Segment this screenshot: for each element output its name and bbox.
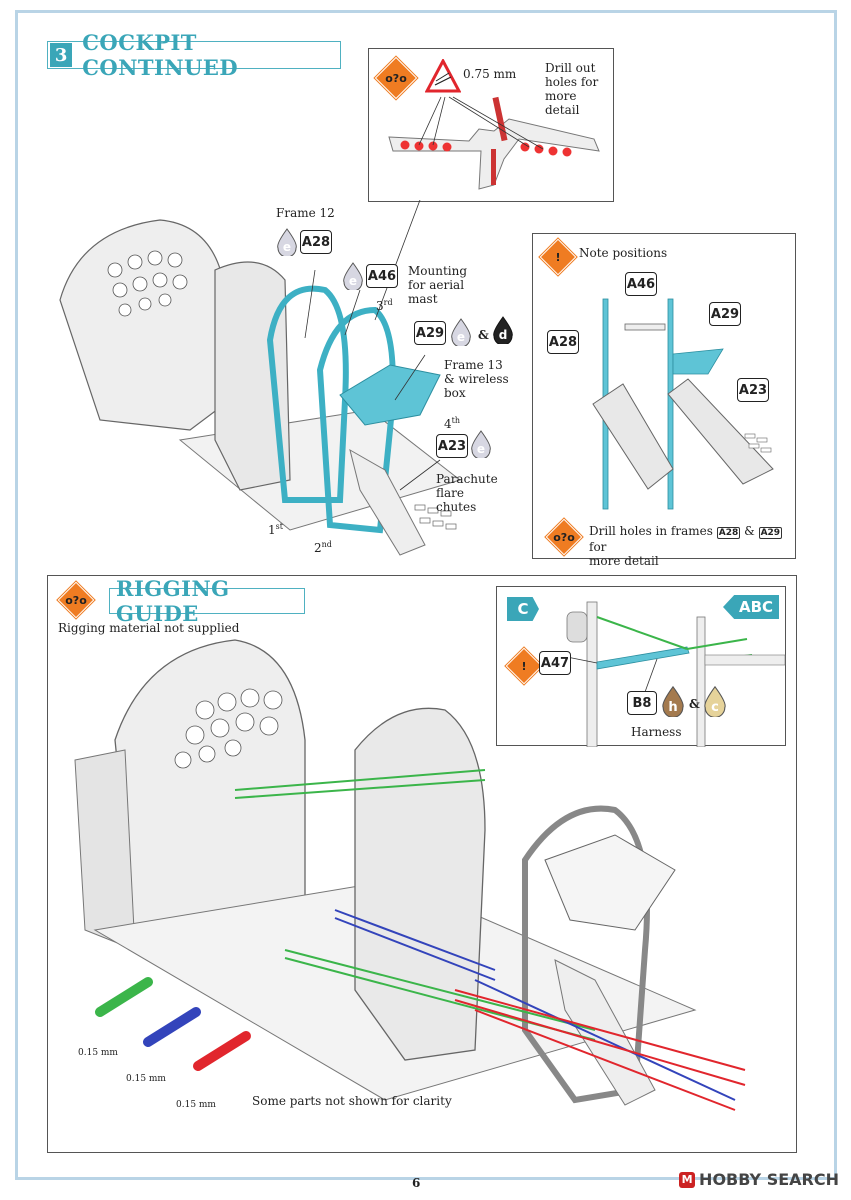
frame-12-label: Frame 12 <box>276 206 335 220</box>
red-rod-icon <box>193 1031 251 1071</box>
paint-c-drop-icon: c <box>704 685 726 717</box>
note-positions-box: ! Note positions A46 A28 A29 A23 o?o Dri… <box>532 233 796 568</box>
harness-label: Harness <box>631 725 682 739</box>
step-title: COCKPIT CONTINUED <box>82 30 239 80</box>
part-a29-label: A29 <box>414 321 446 345</box>
red-rod-size: 0.15 mm <box>176 1100 216 1110</box>
inset-b8-label: B8 <box>627 691 657 715</box>
harness-inset-drawing <box>566 601 786 747</box>
paint-e-letter: e <box>283 240 291 254</box>
step-number: 3 <box>50 43 73 67</box>
mounting-aerial-mast-label: Mounting for aerial mast <box>408 264 468 306</box>
paint-e-drop-icon: e <box>277 228 297 256</box>
note-a46-label: A46 <box>625 272 657 296</box>
part-a23-label: A23 <box>436 434 468 458</box>
rigging-guide-header: RIGGING GUIDE <box>109 576 305 626</box>
paint-e-drop-icon: e <box>451 318 471 346</box>
blue-rod-size: 0.15 mm <box>126 1074 166 1084</box>
svg-text:e: e <box>457 330 465 344</box>
rigging-cockpit-drawing <box>74 639 746 1111</box>
paint-d-letter: d <box>499 328 508 342</box>
frame-positions-drawing <box>592 298 774 510</box>
rigging-subtitle: Rigging material not supplied <box>58 621 240 635</box>
drill-note: Drill out holes for more detail <box>545 61 599 117</box>
harness-inset-box: C ABC ! A47 B8 h & c Harness <box>496 586 786 747</box>
svg-text:e: e <box>477 442 485 456</box>
fourth-frame-label: 4th <box>444 416 461 431</box>
note-positions-title: Note positions <box>579 246 668 260</box>
frame-13-label: Frame 13 & wireless box <box>444 358 509 400</box>
paint-e-drop-icon: e <box>471 430 491 458</box>
drill-frames-note: Drill holes in frames A28 & A29 for more… <box>589 524 783 568</box>
clarity-note: Some parts not shown for clarity <box>252 1094 452 1108</box>
watermark: M HOBBY SEARCH <box>679 1170 839 1189</box>
part-a46-label: A46 <box>366 264 398 288</box>
caution-triangle-icon <box>425 59 461 93</box>
paint-d-drop-icon: d <box>493 316 513 344</box>
drill-frames-warning-icon: o?o <box>545 518 583 556</box>
blue-rod-icon <box>143 1007 201 1047</box>
part-a28-label: A28 <box>300 230 332 254</box>
drill-detail-box: o?o 0.75 mm Drill out holes for more det… <box>368 48 614 202</box>
third-frame-label: 3rd <box>376 298 393 313</box>
drill-size-label: 0.75 mm <box>463 67 517 81</box>
view-c-tag: C <box>507 597 539 621</box>
second-frame-label: 2nd <box>314 540 332 555</box>
view-abc-tag: ABC <box>723 595 779 619</box>
ampersand: & <box>478 328 489 342</box>
drill-part-drawing <box>388 96 600 190</box>
page-number: 6 <box>412 1176 421 1190</box>
inset-ampersand: & <box>689 697 700 711</box>
note-a23-label: A23 <box>737 378 769 402</box>
svg-text:e: e <box>349 274 357 288</box>
first-frame-label: 1st <box>268 522 283 537</box>
parachute-flare-chutes-label: Parachute flare chutes <box>436 472 498 514</box>
hobby-search-logo-icon: M <box>679 1171 696 1188</box>
green-rod-icon <box>95 977 153 1017</box>
cockpit-assembly-drawing <box>59 200 462 556</box>
note-a28-label: A28 <box>547 330 579 354</box>
inset-a47-label: A47 <box>539 651 571 675</box>
paint-h-letter: h <box>668 700 677 715</box>
watermark-text: HOBBY SEARCH <box>699 1170 839 1189</box>
note-warning-icon: ! <box>539 238 577 276</box>
paint-h-drop-icon: h <box>662 685 684 717</box>
green-rod-size: 0.15 mm <box>78 1048 118 1058</box>
paint-e-drop-icon: e <box>343 262 363 290</box>
step-3-header: 3 COCKPIT CONTINUED <box>47 30 341 80</box>
note-a29-label: A29 <box>709 302 741 326</box>
paint-c-letter: c <box>711 700 719 715</box>
